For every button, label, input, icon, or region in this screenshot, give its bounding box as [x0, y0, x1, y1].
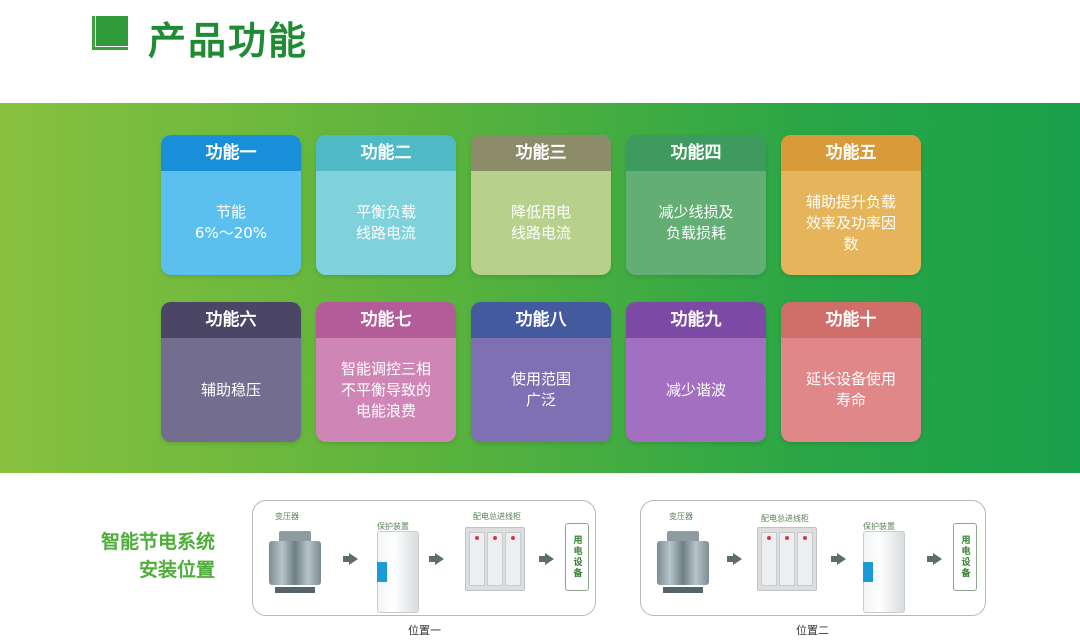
arrow-icon: [831, 553, 846, 565]
feature-card-text: 降低用电 线路电流: [510, 203, 571, 242]
feature-card-text: 减少线损及 负载损耗: [658, 203, 734, 242]
arrow-icon: [343, 553, 358, 565]
feature-card-3: 功能三降低用电 线路电流: [471, 135, 611, 275]
label-protector: 保护装置: [377, 522, 409, 531]
protector-image: [863, 531, 905, 613]
label-cabinet: 配电总进线柜: [473, 512, 521, 521]
feature-card-text: 辅助提升负载 效率及功率因 数: [805, 192, 896, 253]
page-title: 产品功能: [148, 19, 309, 63]
transformer-image: [269, 531, 321, 593]
transformer-image: [657, 531, 709, 593]
feature-card-title: 功能四: [626, 135, 766, 171]
feature-card-text: 智能调控三相 不平衡导致的 电能浪费: [340, 359, 431, 420]
install-title: 智能节电系统 安装位置: [60, 528, 215, 584]
arrow-icon: [727, 553, 742, 565]
feature-card-title: 功能九: [626, 302, 766, 338]
feature-card-1: 功能一节能 6%～20%: [161, 135, 301, 275]
feature-card-text: 减少谐波: [665, 380, 726, 399]
arrow-icon: [539, 553, 554, 565]
feature-card-10: 功能十延长设备使用 寿命: [781, 302, 921, 442]
feature-card-title: 功能一: [161, 135, 301, 171]
feature-card-title: 功能七: [316, 302, 456, 338]
feature-card-title: 功能五: [781, 135, 921, 171]
feature-card-text: 平衡负载 线路电流: [355, 203, 416, 242]
caption-position-1: 位置一: [408, 624, 441, 637]
label-protector: 保护装置: [863, 522, 895, 531]
feature-card-7: 功能七智能调控三相 不平衡导致的 电能浪费: [316, 302, 456, 442]
title-square-icon: [92, 16, 132, 54]
feature-card-text: 使用范围 广泛: [510, 370, 571, 409]
protector-image: [377, 531, 419, 613]
feature-card-title: 功能二: [316, 135, 456, 171]
feature-card-title: 功能十: [781, 302, 921, 338]
label-transformer: 变压器: [275, 512, 299, 521]
feature-card-text: 辅助稳压: [200, 380, 261, 399]
cabinet-image: [757, 527, 817, 591]
install-title-line1: 智能节电系统: [100, 531, 215, 553]
feature-card-2: 功能二平衡负载 线路电流: [316, 135, 456, 275]
feature-card-4: 功能四减少线损及 负载损耗: [626, 135, 766, 275]
feature-card-text: 延长设备使用 寿命: [805, 370, 896, 409]
feature-card-title: 功能六: [161, 302, 301, 338]
arrow-icon: [927, 553, 942, 565]
cabinet-image: [465, 527, 525, 591]
feature-card-9: 功能九减少谐波: [626, 302, 766, 442]
feature-card-title: 功能三: [471, 135, 611, 171]
label-transformer: 变压器: [669, 512, 693, 521]
feature-card-title: 功能八: [471, 302, 611, 338]
label-cabinet: 配电总进线柜: [761, 514, 809, 523]
install-diagram-position-2: 变压器 配电总进线柜 保护装置 用电设备: [640, 500, 986, 616]
feature-card-6: 功能六辅助稳压: [161, 302, 301, 442]
feature-card-8: 功能八使用范围 广泛: [471, 302, 611, 442]
device-box: 用电设备: [953, 523, 977, 591]
feature-card-text: 节能 6%～20%: [194, 203, 268, 242]
feature-card-5: 功能五辅助提升负载 效率及功率因 数: [781, 135, 921, 275]
device-box: 用电设备: [565, 523, 589, 591]
install-diagram-position-1: 变压器 保护装置 配电总进线柜 用电设备: [252, 500, 596, 616]
caption-position-2: 位置二: [796, 624, 829, 637]
arrow-icon: [429, 553, 444, 565]
install-title-line2: 安装位置: [138, 559, 215, 581]
